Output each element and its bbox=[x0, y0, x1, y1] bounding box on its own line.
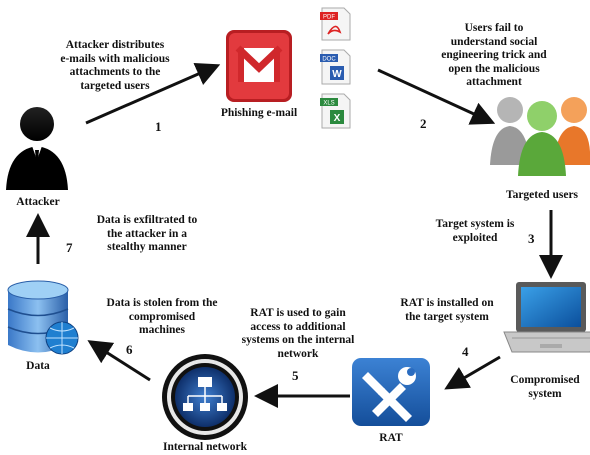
step-2-text: Users fail to understand social engineer… bbox=[424, 22, 564, 90]
step-4-number: 4 bbox=[462, 344, 469, 359]
step-2-line: understand social bbox=[450, 35, 538, 48]
laptop-icon bbox=[503, 282, 590, 353]
step-2-line: open the malicious bbox=[448, 62, 540, 75]
step-6-line: machines bbox=[139, 324, 185, 336]
svg-text:X: X bbox=[334, 113, 341, 124]
doc-file-icon: DOC W bbox=[320, 49, 351, 85]
phishing-email-label: Phishing e-mail bbox=[220, 107, 298, 119]
arrow-2 bbox=[377, 68, 496, 125]
step-6-line: compromised bbox=[128, 310, 196, 323]
step-3-line: Target system is bbox=[435, 218, 515, 230]
step-6-text: Data is stolen from the compromised mach… bbox=[92, 297, 232, 338]
svg-text:XLS: XLS bbox=[323, 101, 334, 107]
svg-text:DOC: DOC bbox=[322, 57, 336, 63]
svg-text:PDF: PDF bbox=[323, 15, 335, 21]
compromised-label-line: system bbox=[528, 387, 562, 400]
internal-network-icon bbox=[162, 354, 248, 440]
rat-label: RAT bbox=[379, 432, 403, 444]
step-1-line: attachments to the bbox=[69, 66, 161, 78]
step-1-text: Attacker distributes e-mails with malici… bbox=[40, 39, 190, 93]
step-4-line: the target system bbox=[405, 310, 489, 323]
compromised-system-label: Compromised system bbox=[500, 374, 590, 401]
internal-network-label: Internal network bbox=[162, 441, 247, 453]
database-icon bbox=[7, 280, 79, 355]
step-4-line: RAT is installed on bbox=[400, 297, 494, 309]
step-4-text: RAT is installed on the target system bbox=[384, 297, 510, 324]
step-2-number: 2 bbox=[420, 116, 427, 131]
data-label: Data bbox=[26, 360, 50, 372]
svg-text:W: W bbox=[332, 69, 342, 80]
pdf-file-icon: PDF bbox=[320, 7, 351, 41]
step-5-line: network bbox=[277, 347, 319, 360]
arrow-4 bbox=[444, 355, 501, 390]
attacker-icon bbox=[6, 107, 68, 190]
step-5-text: RAT is used to gain access to additional… bbox=[228, 307, 368, 361]
step-1-line: targeted users bbox=[80, 79, 150, 92]
step-5-line: RAT is used to gain bbox=[250, 307, 346, 319]
step-2-line: Users fail to bbox=[464, 22, 524, 34]
arrow-1 bbox=[85, 63, 221, 125]
step-1-number: 1 bbox=[155, 119, 162, 134]
step-7-line: Data is exfiltrated to bbox=[96, 214, 198, 226]
xls-file-icon: XLS X bbox=[320, 93, 351, 129]
step-2-line: attachment bbox=[466, 76, 522, 88]
targeted-users-label: Targeted users bbox=[505, 189, 579, 201]
users-group-icon bbox=[490, 97, 590, 176]
step-2-line: engineering trick and bbox=[441, 49, 547, 61]
step-7-text: Data is exfiltrated to the attacker in a… bbox=[82, 214, 212, 255]
step-3-number: 3 bbox=[528, 231, 535, 246]
step-7-line: stealthy manner bbox=[107, 241, 187, 253]
compromised-label-line: Compromised bbox=[510, 374, 580, 386]
step-7-number: 7 bbox=[66, 240, 73, 255]
step-6-line: Data is stolen from the bbox=[106, 297, 218, 309]
step-3-line: exploited bbox=[452, 231, 498, 244]
email-icon bbox=[226, 30, 292, 102]
rat-tools-icon bbox=[352, 358, 430, 426]
step-3-text: Target system is exploited bbox=[416, 218, 534, 245]
attacker-label: Attacker bbox=[16, 196, 60, 208]
step-7-line: the attacker in a bbox=[107, 227, 187, 240]
arrow-6 bbox=[87, 340, 151, 382]
step-6-number: 6 bbox=[126, 342, 133, 357]
step-5-number: 5 bbox=[292, 368, 299, 383]
step-5-line: systems on the internal bbox=[241, 334, 355, 346]
step-5-line: access to additional bbox=[250, 320, 346, 333]
step-1-line: Attacker distributes bbox=[65, 39, 165, 51]
step-1-line: e-mails with malicious bbox=[60, 52, 170, 65]
